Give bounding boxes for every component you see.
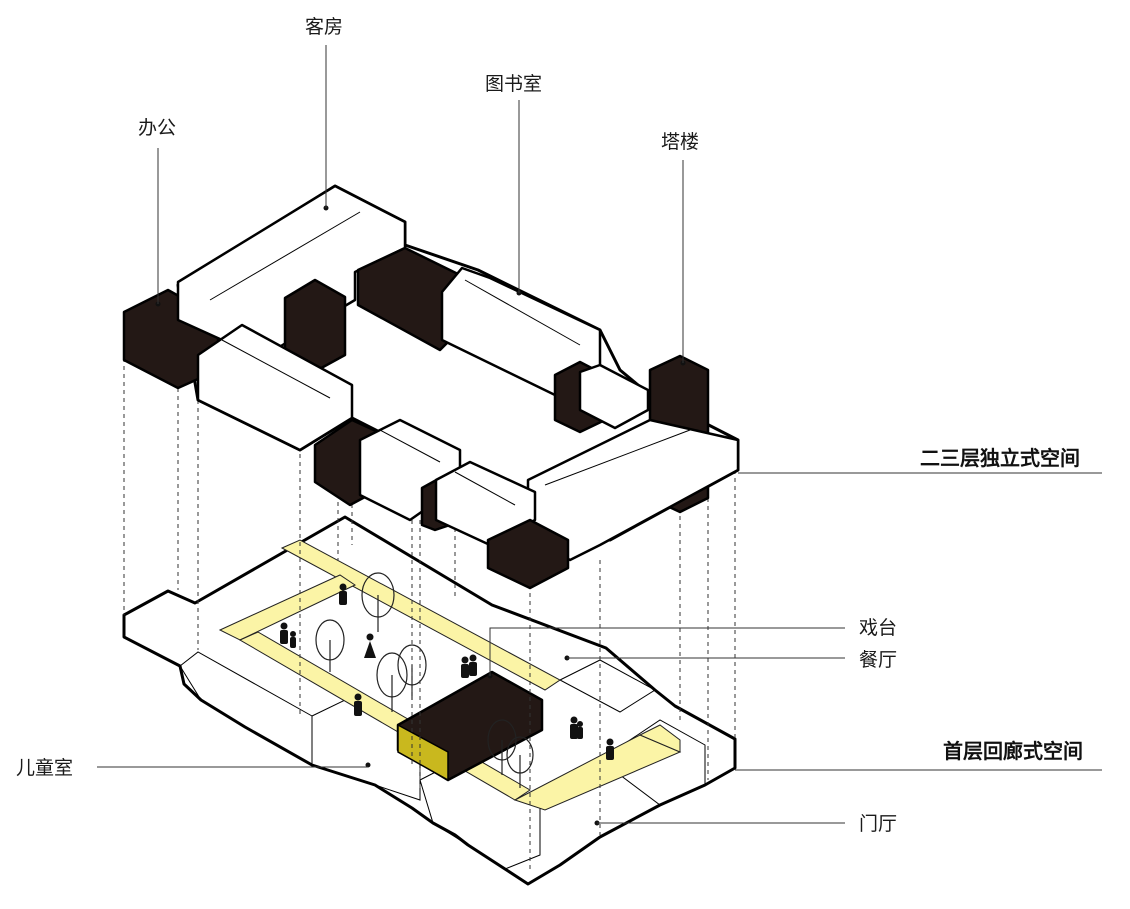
label-library: 图书室 [485,73,542,95]
northeast-block [558,659,656,713]
people-figures [280,583,614,760]
label-tower: 塔楼 [661,131,699,153]
label-office: 办公 [138,117,176,139]
label-upper-floors: 二三层独立式空间 [920,446,1080,470]
label-guest-rooms: 客房 [305,16,343,38]
ground-floor-plate [122,515,737,886]
west-wing-building [196,323,354,452]
corridor-east-vert [638,724,681,753]
library-ridge [464,279,581,346]
upper-floors [122,184,740,590]
guest-ridge [209,211,361,301]
leader-lines [97,45,1102,824]
label-dining-hall: 餐厅 [859,649,897,671]
labels: 客房 办公 图书室 塔楼 二三层独立式空间 戏台 餐厅 儿童室 首层回廊式空间 … [16,16,1083,835]
library-building [440,266,602,397]
stage-base [397,723,449,782]
label-ground-floor: 首层回廊式空间 [943,739,1083,763]
courtyard-trees [315,572,534,788]
south-building-2 [434,460,537,547]
label-stage: 戏台 [859,617,897,639]
southeast-ridge [544,429,691,486]
south-ridge-1 [379,429,441,463]
east-block [599,719,706,806]
east-small-building [578,363,650,430]
south-ridge-2 [454,471,516,506]
ground-slab-top [122,515,737,886]
label-children-room: 儿童室 [16,757,73,779]
south-dark-block-3 [486,518,570,590]
west-ridge [221,339,331,399]
label-entrance-hall: 门厅 [859,813,897,835]
children-dot [365,762,371,768]
